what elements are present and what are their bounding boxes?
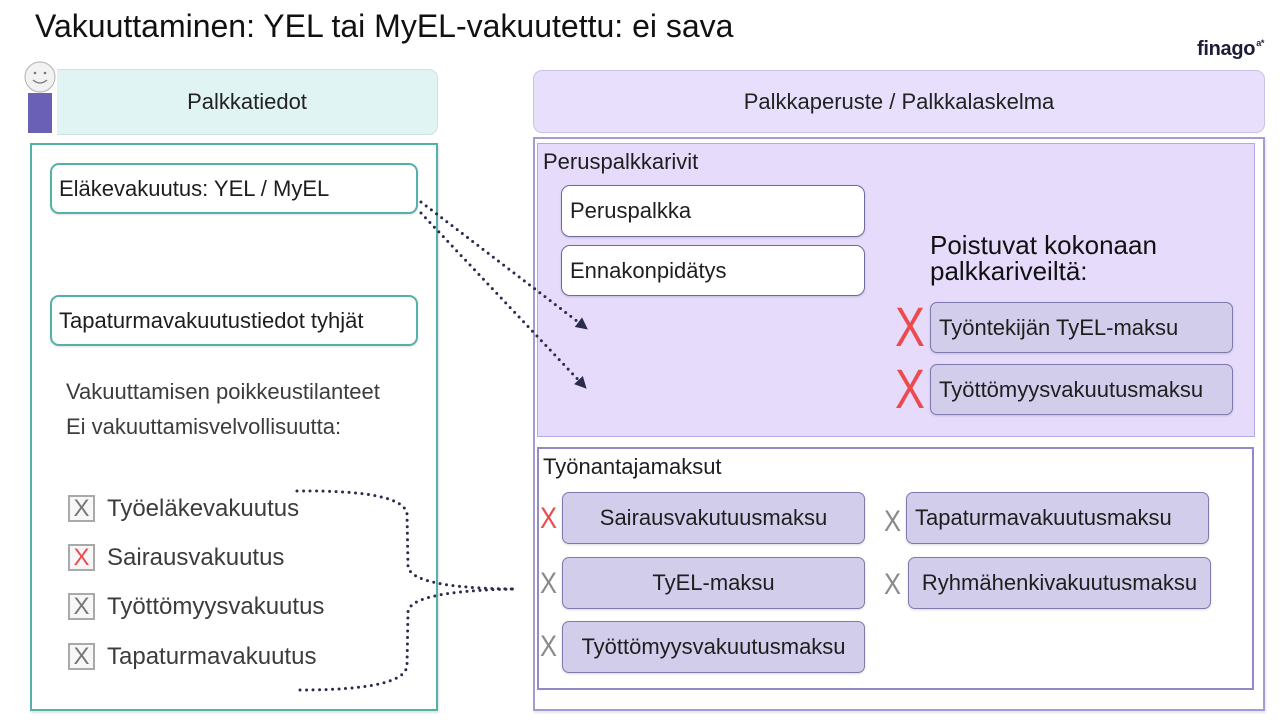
finago-logo: finagoa* [1197,38,1265,60]
checklist-item-accident: X Tapaturmavakuutus [68,643,316,670]
x-mark-icon: X [884,505,902,538]
base-row-item: Ennakonpidätys [561,245,865,296]
checklist-item-pension: X Työeläkevakuutus [68,495,299,522]
checklist-item-sickness: X Sairausvakuutus [68,544,284,571]
checklist-item-unemployment: X Työttömyysvakuutus [68,593,324,620]
base-row-label: Peruspalkka [570,198,692,223]
x-mark-icon: X [540,567,558,600]
employer-fee-item: Työttömyysvakuutusmaksu [562,621,865,673]
base-row-item: Peruspalkka [561,185,865,237]
x-mark-icon: X [540,630,558,663]
removed-rows-heading-line: Poistuvat kokonaan [930,230,1157,260]
logo-mark: a* [1256,38,1265,48]
avatar-eye-right [43,71,47,75]
removed-row-item: Työntekijän TyEL-maksu [930,302,1233,353]
employer-fee-label: TyEL-maksu [652,570,775,595]
x-mark-icon: X [895,295,925,358]
pension-insurance-label: Eläkevakuutus: YEL / MyEL [59,175,330,201]
removed-rows-heading: Poistuvat kokonaan palkkariveiltä: [930,232,1157,284]
employer-fee-item: TyEL-maksu [562,557,865,609]
accident-insurance-label: Tapaturmavakuutustiedot tyhjät [59,307,364,333]
logo-text: finago [1197,38,1256,60]
base-row-label: Ennakonpidätys [570,257,727,283]
salary-info-header: Palkkatiedot [57,69,438,135]
employer-fee-label: Ryhmähenkivakuutusmaksu [921,570,1198,595]
removed-row-label: Työntekijän TyEL-maksu [939,314,1179,340]
employer-fee-label: Tapaturmavakuutusmaksu [915,505,1172,530]
employer-fees-title: Työnantajamaksut [543,454,722,479]
payroll-header-label: Palkkaperuste / Palkkalaskelma [743,88,1055,114]
avatar-smile [32,79,48,84]
base-rows-title: Peruspalkkarivit [543,149,699,174]
payroll-header: Palkkaperuste / Palkkalaskelma [533,70,1265,133]
removed-row-label: Työttömyysvakuutusmaksu [939,376,1204,402]
employer-fee-label: Työttömyysvakuutusmaksu [581,634,846,659]
avatar-eye-left [33,71,37,75]
x-mark-icon: X [68,593,95,620]
exceptions-heading: Vakuuttamisen poikkeustilanteet [66,379,380,404]
x-mark-icon: X [895,357,925,420]
slide-title: Vakuuttaminen: YEL tai MyEL-vakuutettu: … [35,8,734,44]
avatar-face [24,61,56,93]
salary-info-header-label: Palkkatiedot [187,89,307,114]
employer-fee-item: Ryhmähenkivakuutusmaksu [908,557,1211,609]
person-icon [24,61,56,133]
x-mark-icon: X [68,643,95,670]
x-mark-icon: X [68,495,95,522]
checklist-label: Sairausvakuutus [107,543,285,571]
exceptions-subheading: Ei vakuuttamisvelvollisuutta: [66,414,342,439]
employer-fee-item: Sairausvakutuusmaksu [562,492,865,544]
employer-fee-label: Sairausvakutuusmaksu [599,505,828,530]
checklist-label: Työttömyysvakuutus [107,592,325,620]
removed-row-item: Työttömyysvakuutusmaksu [930,364,1233,415]
removed-rows-heading-line: palkkariveiltä: [930,256,1088,286]
accident-insurance-box: Tapaturmavakuutustiedot tyhjät [50,295,418,346]
pension-insurance-box: Eläkevakuutus: YEL / MyEL [50,163,418,214]
avatar-body [28,93,52,133]
x-mark-icon: X [540,502,558,535]
employer-fee-item: Tapaturmavakuutusmaksu [906,492,1209,544]
x-mark-icon: X [884,568,902,601]
checklist-label: Tapaturmavakuutus [107,642,317,670]
x-mark-icon: X [68,544,95,571]
checklist-label: Työeläkevakuutus [107,494,300,522]
